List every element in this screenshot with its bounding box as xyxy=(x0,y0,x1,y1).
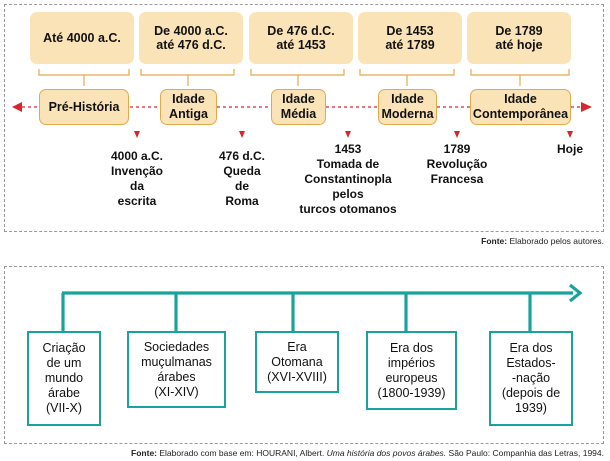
period-label: até 1453 xyxy=(276,38,326,52)
era-box-modern: Idade Moderna xyxy=(378,89,437,125)
source-text: São Paulo: Companhia das Letras, 1994. xyxy=(448,448,604,458)
event-today: Hoje xyxy=(550,142,590,157)
box-line: Era xyxy=(287,339,307,354)
event-line: escrita xyxy=(117,194,157,208)
down-arrow-icon xyxy=(345,131,351,138)
box-line: Criação xyxy=(42,341,86,355)
event-line: Invenção xyxy=(110,164,164,178)
era-box-nation-states: Era dos Estados- -nação (depois de 1939) xyxy=(489,331,573,426)
box-line: -nação xyxy=(511,371,551,385)
box-line: impérios xyxy=(387,355,436,370)
era-label: Pré-História xyxy=(48,99,120,114)
box-line: Sociedades xyxy=(143,339,210,354)
source-label: Fonte: xyxy=(481,236,508,246)
event-line: de xyxy=(234,179,249,193)
box-line: Otomana xyxy=(271,354,323,369)
era-box-european-empires: Era dos impérios europeus (1800-1939) xyxy=(366,331,457,410)
down-arrow-icon xyxy=(567,131,573,138)
diagram2-frame xyxy=(4,266,604,444)
era-label: Idade xyxy=(391,92,424,106)
period-box-5: De 1789 até hoje xyxy=(467,12,571,64)
era-box-medieval: Idade Média xyxy=(271,89,326,125)
event-line: 476 d.C. xyxy=(218,149,266,163)
box-line: europeus xyxy=(385,370,438,385)
event-line: turcos otomanos xyxy=(299,202,397,216)
event-line: Queda xyxy=(223,164,261,178)
down-arrow-icon xyxy=(134,131,140,138)
source-title: Uma história dos povos árabes. xyxy=(326,448,447,458)
era-label: Contemporânea xyxy=(472,107,569,121)
event-constantinople: 1453 Tomada de Constantinopla pelos turc… xyxy=(293,142,403,217)
event-line: Francesa xyxy=(430,172,484,186)
period-label: até 476 d.C. xyxy=(156,38,226,52)
period-label: De 476 d.C. xyxy=(267,24,335,38)
box-line: (XI-XIV) xyxy=(154,384,199,399)
era-label: Antiga xyxy=(169,107,208,121)
event-writing: 4000 a.C. Invenção da escrita xyxy=(102,149,172,209)
source-text: Elaborado pelos autores. xyxy=(509,236,604,246)
box-line: (depois de xyxy=(501,386,561,400)
event-line: 1453 xyxy=(334,142,362,156)
left-arrow-icon xyxy=(12,102,22,112)
down-arrow-icon xyxy=(454,131,460,138)
box-line: muçulmanas xyxy=(141,354,212,369)
era-label: Idade xyxy=(504,92,537,106)
box-line: (XVI-XVIII) xyxy=(267,369,327,384)
event-line: Revolução xyxy=(426,157,488,171)
period-box-4: De 1453 até 1789 xyxy=(358,12,462,64)
event-line: da xyxy=(129,179,144,193)
event-line: Tomada de xyxy=(316,157,380,171)
era-box-ancient: Idade Antiga xyxy=(160,89,217,125)
period-label: até hoje xyxy=(495,38,543,52)
event-fall-of-rome: 476 d.C. Queda de Roma xyxy=(207,149,277,209)
event-line: 4000 a.C. xyxy=(110,149,164,163)
source-caption-1: Fonte: Elaborado pelos autores. xyxy=(300,236,604,246)
era-box-arab-world: Criação de um mundo árabe (VII-X) xyxy=(27,331,101,426)
period-box-1: Até 4000 a.C. xyxy=(30,12,134,64)
period-box-3: De 476 d.C. até 1453 xyxy=(249,12,353,64)
source-label: Fonte: xyxy=(131,448,157,458)
right-arrow-icon xyxy=(581,102,592,112)
era-box-ottoman: Era Otomana (XVI-XVIII) xyxy=(255,331,339,393)
timeline-arrow-icon xyxy=(569,283,583,303)
event-french-revolution: 1789 Revolução Francesa xyxy=(417,142,497,187)
box-line: Estados- xyxy=(506,356,556,370)
source-text: Elaborado com base em: HOURANI, Albert. xyxy=(159,448,325,458)
era-label: Idade xyxy=(282,92,315,106)
era-box-muslim-societies: Sociedades muçulmanas árabes (XI-XIV) xyxy=(127,331,226,408)
box-line: 1939) xyxy=(515,401,547,415)
box-line: (VII-X) xyxy=(45,401,83,415)
down-arrow-icon xyxy=(239,131,245,138)
period-label: De 4000 a.C. xyxy=(154,24,228,38)
box-line: Era dos xyxy=(509,341,553,355)
event-line: Hoje xyxy=(556,142,583,156)
diagram1-frame xyxy=(4,4,604,232)
box-line: árabe xyxy=(48,386,80,400)
period-label: De 1789 xyxy=(495,24,543,38)
era-box-prehistory: Pré-História xyxy=(39,89,129,125)
event-line: pelos xyxy=(332,187,364,201)
era-label: Idade xyxy=(172,92,205,106)
period-box-2: De 4000 a.C. até 476 d.C. xyxy=(139,12,243,64)
source-caption-2: Fonte: Elaborado com base em: HOURANI, A… xyxy=(40,448,604,458)
box-line: Era dos xyxy=(389,340,434,355)
event-line: Roma xyxy=(225,194,259,208)
box-line: árabes xyxy=(157,369,196,384)
period-label: até 1789 xyxy=(385,38,435,52)
box-line: mundo xyxy=(44,371,84,385)
period-label: De 1453 xyxy=(386,24,434,38)
event-line: Constantinopla xyxy=(304,172,392,186)
box-line: (1800-1939) xyxy=(377,385,446,400)
era-label: Média xyxy=(280,107,317,121)
era-label: Moderna xyxy=(381,107,434,121)
event-line: 1789 xyxy=(443,142,471,156)
era-box-contemporary: Idade Contemporânea xyxy=(470,89,571,125)
box-line: de um xyxy=(46,356,82,370)
period-label: Até 4000 a.C. xyxy=(43,31,121,45)
